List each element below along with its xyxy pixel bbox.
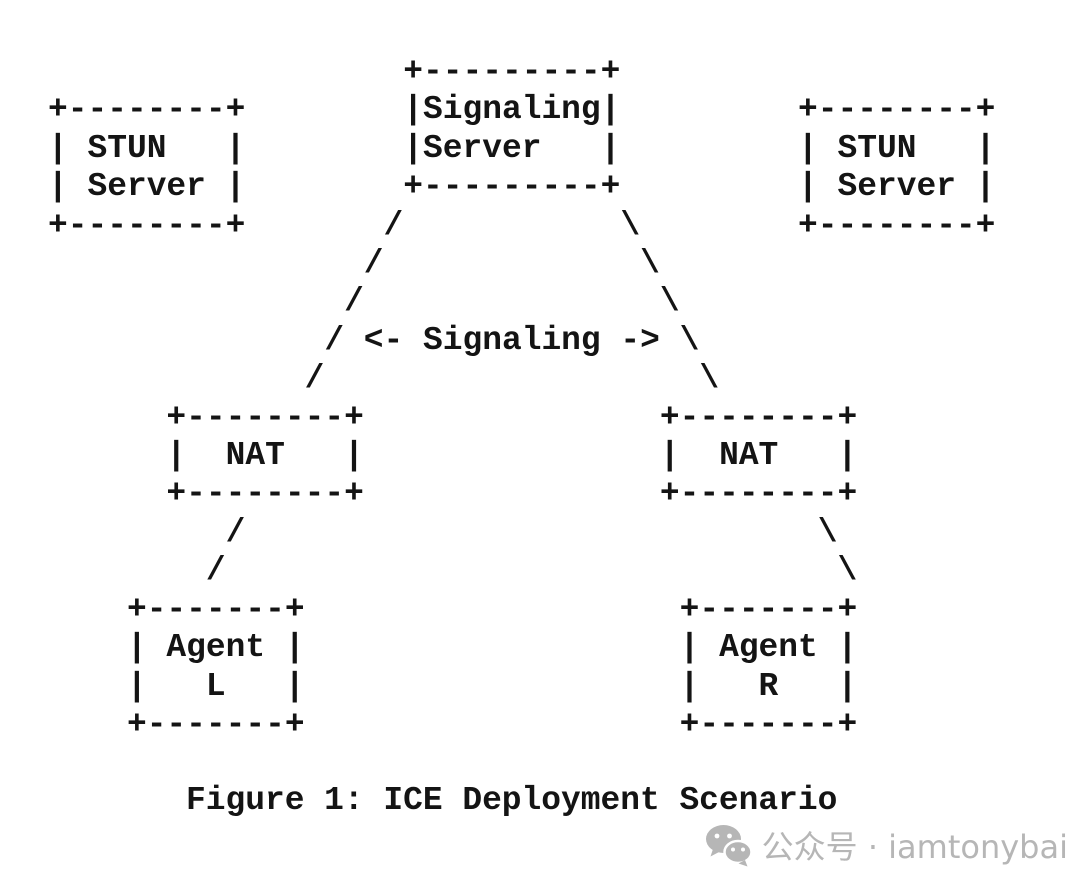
figure-caption: Figure 1: ICE Deployment Scenario: [186, 782, 838, 819]
ascii-diagram: +---------+ +--------+ |Signaling| +----…: [48, 53, 996, 743]
watermark-text: 公众号 · iamtonybai: [761, 828, 1068, 866]
wechat-watermark: 公众号 · iamtonybai: [705, 818, 1068, 872]
wechat-icon: [705, 824, 752, 866]
